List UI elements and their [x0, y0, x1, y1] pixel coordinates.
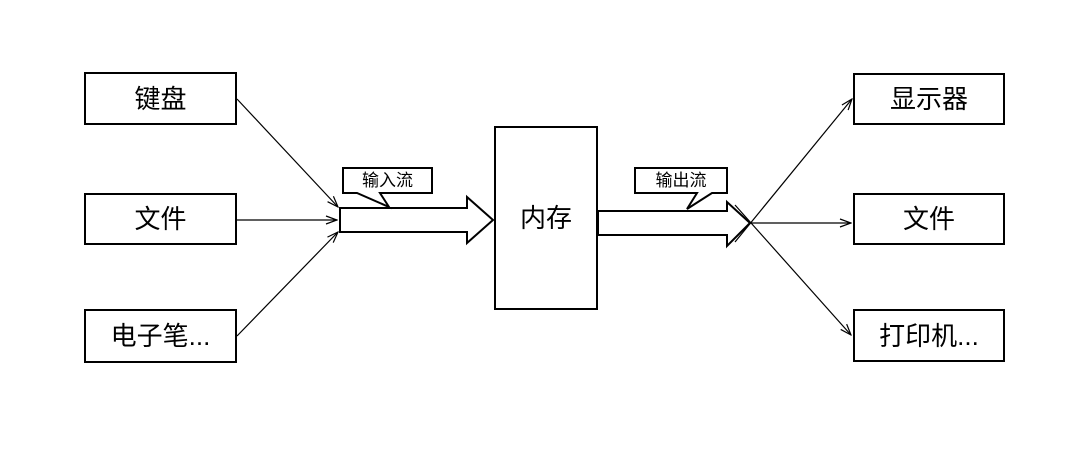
- node-printer: 打印机...: [853, 309, 1005, 362]
- connector-output-to-printer: [734, 204, 851, 335]
- output-stream-block-arrow: [597, 199, 752, 249]
- node-memory: 内存: [494, 126, 598, 310]
- node-keyboard: 键盘: [84, 72, 237, 125]
- input-stream-callout-shape: [342, 167, 433, 210]
- connector-output-to-display: [734, 99, 852, 243]
- node-electronic-pen: 电子笔...: [84, 309, 237, 363]
- output-stream-callout-label: 输出流: [655, 171, 707, 190]
- node-file-output: 文件: [853, 193, 1005, 245]
- node-file-input: 文件: [84, 193, 237, 245]
- output-stream-callout-shape: [634, 167, 728, 210]
- input-stream-callout-label: 输入流: [362, 171, 413, 190]
- connector-keyboard-to-input: [236, 98, 338, 207]
- connector-epen-to-input: [236, 232, 338, 337]
- node-display: 显示器: [853, 73, 1005, 125]
- input-stream-block-arrow: [339, 194, 495, 246]
